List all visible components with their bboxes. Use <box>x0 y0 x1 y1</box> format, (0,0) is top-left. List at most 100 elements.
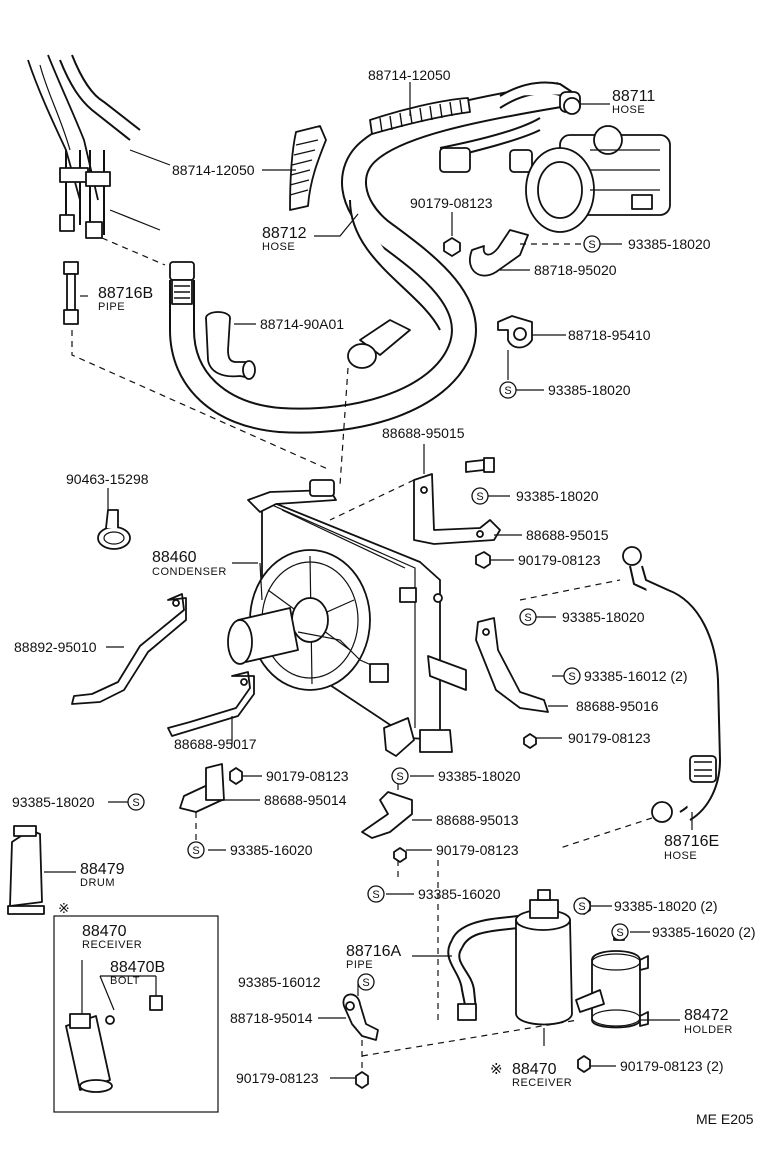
screw-symbol: S <box>611 923 629 941</box>
label-93385-16012-2: 93385-16012 (2) <box>584 668 688 684</box>
part-labels: 88714-12050 88711 HOSE 88714-12050 90179… <box>12 67 756 1127</box>
clamp-88718-95020-part <box>443 229 582 277</box>
compressor-assembly <box>439 81 671 233</box>
svg-text:S: S <box>132 797 139 809</box>
hose-88714-90a01-part <box>205 311 256 380</box>
screw-symbol: S <box>187 841 205 859</box>
note-mark-main: ※ <box>490 1061 503 1078</box>
note-mark-box: ※ <box>58 900 70 916</box>
label-93385-16020-a: 93385-16020 <box>230 842 313 858</box>
screw-symbol: S <box>471 487 489 505</box>
svg-text:S: S <box>588 239 595 251</box>
svg-text:S: S <box>476 491 483 503</box>
svg-text:S: S <box>372 889 379 901</box>
screw-symbol: S <box>367 885 385 903</box>
label-93385-18020-2: 93385-18020 (2) <box>614 898 718 914</box>
label-90179-08123-e: 90179-08123 <box>436 842 519 858</box>
clamp-88718-95410-part <box>497 315 533 349</box>
svg-text:S: S <box>362 977 369 989</box>
bracket-88688-95014-part <box>179 763 243 842</box>
screw-symbol: S <box>563 667 581 685</box>
label-93385-18020-e: 93385-18020 <box>438 768 521 784</box>
label-88688-95015-r: 88688-95015 <box>526 527 609 543</box>
screw-symbol: S <box>583 235 601 253</box>
label-90179-08123-b: 90179-08123 <box>518 552 601 568</box>
svg-text:S: S <box>524 612 531 624</box>
label-88470-main: 88470 <box>512 1061 557 1078</box>
label-88460: 88460 <box>152 549 197 566</box>
svg-text:S: S <box>616 927 623 939</box>
hose-88712-part <box>169 82 563 486</box>
label-90179-08123-a: 90179-08123 <box>410 195 493 211</box>
label-88712-name: HOSE <box>262 241 295 253</box>
svg-text:S: S <box>568 671 575 683</box>
label-88470b-name: BOLT <box>110 975 140 987</box>
receiver-detail-box <box>53 915 219 1113</box>
label-88688-95017: 88688-95017 <box>174 736 257 752</box>
screw-symbol: S <box>391 767 409 785</box>
label-88470b: 88470B <box>110 959 165 976</box>
label-93385-18020-f: 93385-18020 <box>12 794 95 810</box>
label-88711-name: HOSE <box>612 104 645 116</box>
label-88688-95015-top: 88688-95015 <box>382 425 465 441</box>
label-88716e-name: HOSE <box>664 850 697 862</box>
label-90179-08123-d: 90179-08123 <box>266 768 349 784</box>
label-88716b: 88716B <box>98 285 153 302</box>
label-93385-16020-b: 93385-16020 <box>418 886 501 902</box>
pipe-88716b-part <box>63 261 331 471</box>
label-93385-16012: 93385-16012 <box>238 974 321 990</box>
label-90179-08123-2: 90179-08123 (2) <box>620 1058 724 1074</box>
label-88470-main-name: RECEIVER <box>512 1077 572 1089</box>
engine-side-pipes <box>27 54 171 266</box>
label-90463-15298: 90463-15298 <box>66 471 149 487</box>
label-88716a: 88716A <box>346 943 401 960</box>
bracket-88688-95015-part <box>329 457 501 569</box>
screw-symbol: S <box>357 973 375 991</box>
condenser-88460-part <box>227 479 467 757</box>
bracket-88688-95017-part <box>167 671 255 737</box>
svg-text:S: S <box>396 771 403 783</box>
screw-symbol: S <box>127 793 145 811</box>
bracket-88892-95010-part <box>71 593 187 705</box>
label-88718-95410: 88718-95410 <box>568 327 651 343</box>
label-88470-box-name: RECEIVER <box>82 939 142 951</box>
label-88716a-name: PIPE <box>346 959 373 971</box>
label-88716b-name: PIPE <box>98 301 125 313</box>
hose-88716e-part <box>519 546 721 849</box>
label-88718-95020: 88718-95020 <box>534 262 617 278</box>
label-88718-95014: 88718-95014 <box>230 1010 313 1026</box>
label-88688-95014: 88688-95014 <box>264 792 347 808</box>
svg-text:S: S <box>504 385 511 397</box>
label-88470-box: 88470 <box>82 923 127 940</box>
label-88716e: 88716E <box>664 833 719 850</box>
screw-symbol: S <box>519 608 537 626</box>
clamp-90463-15298-part <box>97 509 131 550</box>
label-93385-18020-d: 93385-18020 <box>562 609 645 625</box>
label-90179-08123-f: 90179-08123 <box>236 1070 319 1086</box>
label-93385-18020-c: 93385-18020 <box>516 488 599 504</box>
label-88892-95010: 88892-95010 <box>14 639 97 655</box>
screw-symbol: S <box>499 381 517 399</box>
pipe-88716a-part <box>437 860 519 1021</box>
screw-symbol: S <box>573 897 591 915</box>
label-93385-18020-b: 93385-18020 <box>548 382 631 398</box>
label-93385-16020-2: 93385-16020 (2) <box>652 924 756 940</box>
drum-88479-part <box>7 825 45 915</box>
label-88688-95013: 88688-95013 <box>436 812 519 828</box>
label-93385-18020-a: 93385-18020 <box>628 236 711 252</box>
bracket-88688-95013-part <box>361 770 413 880</box>
label-88712: 88712 <box>262 225 307 242</box>
label-88472: 88472 <box>684 1007 729 1024</box>
holder-88472-part <box>575 927 649 1073</box>
hose-88714-12050-left-part <box>289 125 327 211</box>
screw-symbols: S S S S S S S S S S S S <box>127 235 629 991</box>
svg-text:S: S <box>192 845 199 857</box>
label-88711: 88711 <box>612 88 655 105</box>
clamp-88718-95014-part <box>342 993 579 1089</box>
label-88472-name: HOLDER <box>684 1024 733 1036</box>
bracket-88688-95016-part <box>475 617 549 749</box>
label-90179-08123-c: 90179-08123 <box>568 730 651 746</box>
diagram-code: ME E205 <box>696 1111 754 1127</box>
